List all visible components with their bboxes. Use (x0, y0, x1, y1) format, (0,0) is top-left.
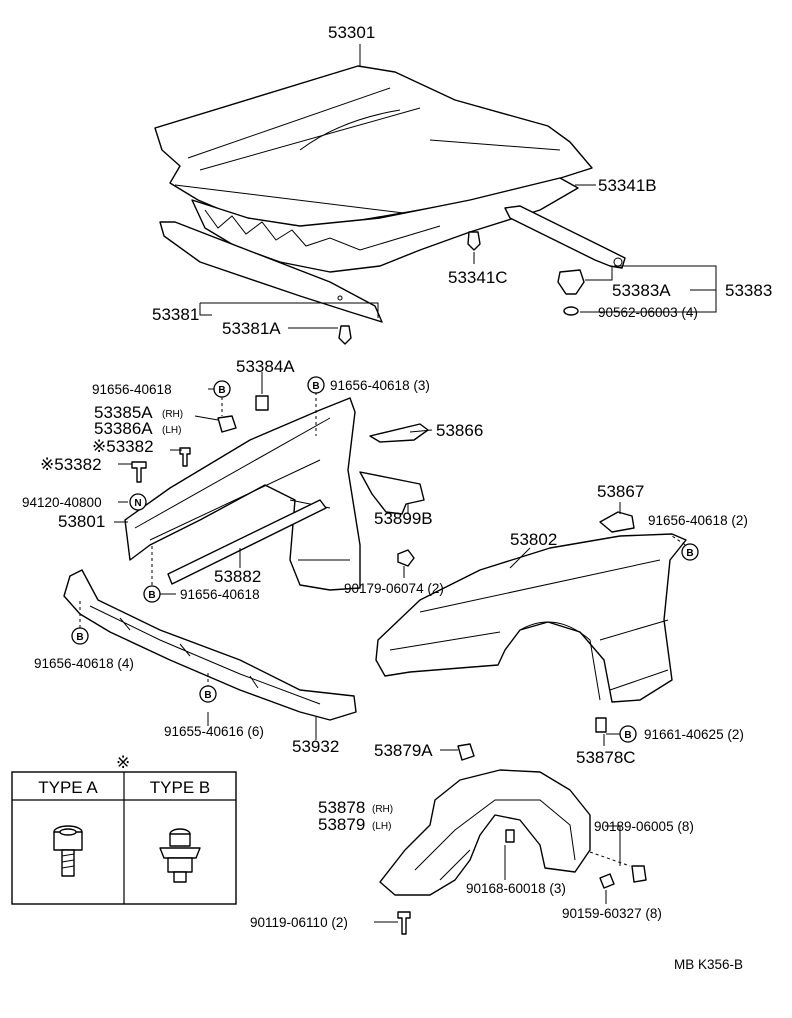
bolt-symbol-b-2: B (307, 376, 325, 394)
label-53385a: 53385A (94, 403, 153, 422)
bolt-symbol-b-1: B (213, 380, 231, 398)
label-53381: 53381 (152, 305, 199, 324)
svg-text:B: B (204, 690, 211, 701)
label-53382-1: ※53382 (92, 437, 154, 456)
bolt-symbol-b-5: B (199, 685, 217, 703)
screw-90119 (397, 911, 411, 935)
label-90119: 90119-06110 (2) (250, 915, 348, 930)
label-91656-a: 91656-40618 (92, 382, 172, 397)
svg-text:B: B (148, 590, 155, 601)
bolt-90168 (505, 829, 515, 843)
seal-53882 (167, 499, 327, 585)
fender-apron-53801 (124, 397, 361, 591)
retainer-53384a (255, 395, 269, 411)
clip-53879a (457, 743, 475, 761)
label-53802: 53802 (510, 530, 557, 549)
label-53381a: 53381A (222, 319, 281, 338)
nut-symbol-n: N (129, 493, 147, 511)
label-90159: 90159-60327 (8) (562, 906, 662, 921)
bracket-53899b (359, 471, 425, 515)
label-53879a: 53879A (374, 741, 433, 760)
svg-text:B: B (76, 632, 83, 643)
type-a-heading: TYPE A (38, 778, 98, 797)
fender-liner-53878 (379, 769, 591, 896)
clip-53383a (557, 269, 585, 295)
label-53801: 53801 (58, 512, 105, 531)
bracket-53385a (217, 415, 237, 433)
bolt-symbol-b-4: B (71, 627, 89, 645)
cushion-53867 (599, 511, 635, 533)
hood-weatherstrip (504, 205, 626, 269)
label-53383a: 53383A (612, 281, 671, 300)
label-90168: 90168-60018 (3) (466, 881, 566, 896)
label-53341b: 53341B (598, 176, 657, 195)
label-90562: 90562-06003 (4) (598, 305, 698, 320)
cushion-clip-53341c (467, 231, 481, 251)
bolt-90189 (631, 865, 647, 883)
label-90179: 90179-06074 (2) (344, 581, 444, 596)
label-91656-2: 91656-40618 (2) (648, 513, 748, 528)
svg-text:B: B (218, 385, 225, 396)
svg-text:B: B (624, 730, 631, 741)
cushion-53866 (369, 423, 429, 443)
label-53878-side: (RH) (372, 804, 393, 815)
label-53382-2: ※53382 (40, 455, 102, 474)
label-94120: 94120-40800 (22, 495, 102, 510)
label-91656-3: 91656-40618 (3) (330, 378, 430, 393)
svg-text:B: B (686, 548, 693, 559)
front-fender-53802 (375, 533, 687, 703)
label-91661: 91661-40625 (2) (644, 727, 744, 742)
label-53878: 53878 (318, 798, 365, 817)
type-b-screw-drawing (159, 828, 201, 883)
label-53867: 53867 (597, 482, 644, 501)
hood-seal-bar (159, 221, 383, 323)
label-53341c: 53341C (448, 268, 508, 287)
label-53878c: 53878C (576, 748, 636, 767)
bolt-symbol-b-6: B (681, 543, 699, 561)
svg-text:N: N (134, 498, 141, 509)
clip-53878c (595, 717, 607, 733)
nut-90179 (397, 549, 415, 567)
type-a-screw-drawing (53, 825, 83, 877)
leader-lines (79, 44, 717, 923)
label-53386a: 53386A (94, 419, 153, 438)
clip-53381a (338, 325, 352, 345)
type-table-marker: ※ (116, 753, 130, 772)
label-53899b: 53899B (374, 509, 433, 528)
washer-90562 (563, 306, 579, 316)
label-53879-side: (LH) (372, 821, 391, 832)
nut-90159 (599, 873, 615, 889)
label-91655: 91655-40616 (6) (164, 724, 264, 739)
radiator-support-53932 (63, 569, 357, 721)
bolt-symbol-b-7: B (619, 725, 637, 743)
type-b-heading: TYPE B (150, 778, 210, 797)
label-53301: 53301 (328, 23, 375, 42)
label-53866: 53866 (436, 421, 483, 440)
screw-53382 (131, 447, 191, 483)
label-90189: 90189-06005 (8) (594, 819, 694, 834)
footer-code: MB K356-B (674, 957, 743, 972)
label-53384a: 53384A (236, 357, 295, 376)
label-91656-4: 91656-40618 (4) (34, 656, 134, 671)
type-table: ※ TYPE A TYPE B (11, 753, 237, 905)
label-91656-b: 91656-40618 (180, 587, 260, 602)
label-53882: 53882 (214, 567, 261, 586)
label-53386a-side: (LH) (162, 425, 181, 436)
label-53879: 53879 (318, 815, 365, 834)
label-53385a-side: (RH) (162, 409, 183, 420)
bolt-symbol-b-3: B (143, 585, 161, 603)
svg-text:B: B (312, 381, 319, 392)
label-53383: 53383 (725, 281, 772, 300)
label-53932: 53932 (292, 737, 339, 756)
